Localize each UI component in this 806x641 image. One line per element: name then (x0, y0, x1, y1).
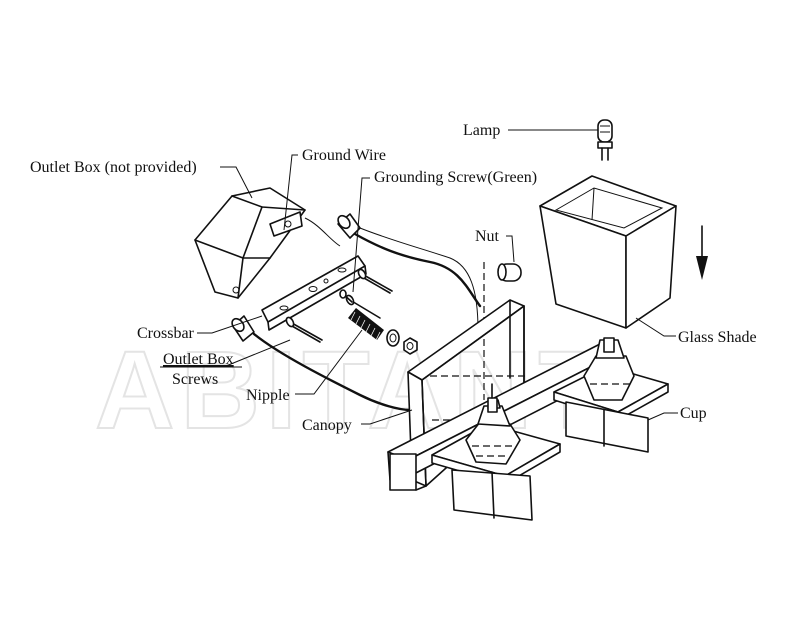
label-nipple: Nipple (246, 387, 290, 404)
label-outlet-box: Outlet Box (not provided) (30, 159, 197, 176)
grounding-screw (339, 289, 353, 303)
wire-nut-lower (231, 315, 255, 342)
label-lamp: Lamp (463, 122, 500, 139)
down-arrow-icon (696, 225, 708, 280)
nipple (348, 308, 384, 341)
socket-right (583, 337, 635, 401)
leader-lines (197, 129, 678, 425)
label-nut: Nut (475, 228, 500, 245)
socket-left (465, 399, 521, 465)
label-cup: Cup (680, 405, 707, 422)
outlet-box (194, 187, 306, 299)
glass-shade (539, 175, 677, 329)
label-glass-shade: Glass Shade (678, 329, 757, 346)
hex-nut (403, 337, 418, 355)
label-canopy: Canopy (302, 417, 352, 434)
label-crossbar: Crossbar (137, 325, 195, 342)
socket-pin-left (487, 383, 498, 413)
lamp-bulb-icon (597, 119, 613, 161)
crossbar (261, 255, 367, 331)
washer (386, 329, 400, 347)
outlet-box-screw-upper (357, 268, 393, 294)
label-outlet-box-screws-line2: Screws (172, 371, 218, 388)
supply-wires (252, 217, 482, 412)
finial-nut (497, 263, 522, 282)
label-grounding-screw: Grounding Screw(Green) (374, 169, 537, 186)
label-outlet-box-screws-line1: Outlet Box (163, 351, 234, 368)
outlet-box-screw-lower (285, 316, 323, 343)
label-ground-wire: Ground Wire (302, 147, 386, 164)
